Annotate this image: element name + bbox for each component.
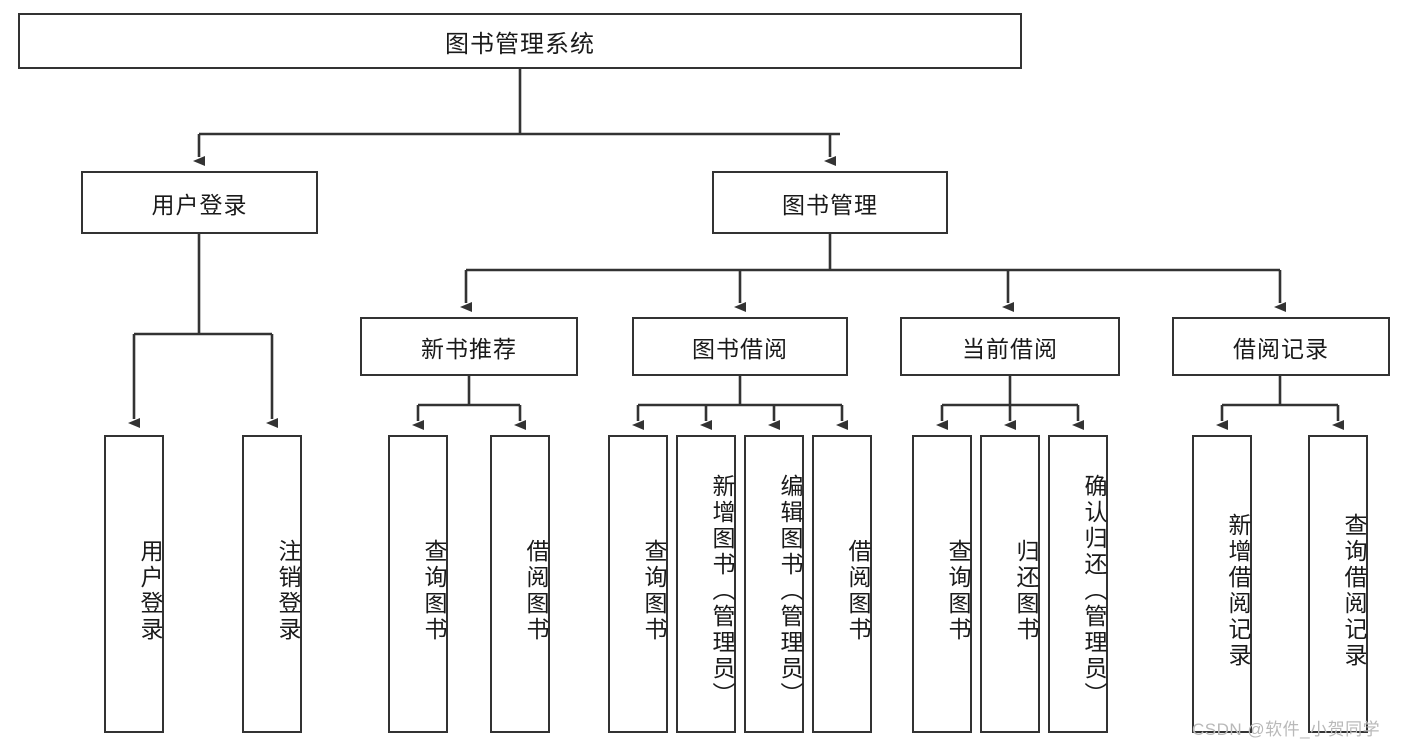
node-root-system[interactable]: 图书管理系统 xyxy=(18,13,1022,69)
node-label: 查询图书 xyxy=(945,539,971,643)
edge-group-root xyxy=(193,69,840,166)
node-label: 查询图书 xyxy=(641,539,667,643)
node-label: 用户登录 xyxy=(151,191,248,218)
node-label: 新增借阅记录 xyxy=(1225,513,1251,669)
node-book-borrow[interactable]: 图书借阅 xyxy=(632,317,848,376)
leaf-borrow-record-add[interactable]: 新增借阅记录 xyxy=(1192,435,1252,733)
node-label: 编辑图书（管理员） xyxy=(777,474,803,708)
leaf-new-book-query[interactable]: 查询图书 xyxy=(388,435,448,733)
node-label: 查询图书 xyxy=(421,539,447,643)
node-label: 借阅图书 xyxy=(845,539,871,643)
node-label: 借阅图书 xyxy=(523,539,549,643)
node-label: 新书推荐 xyxy=(421,335,517,362)
leaf-book-borrow-edit[interactable]: 编辑图书（管理员） xyxy=(744,435,804,733)
node-label: 注销登录 xyxy=(275,539,301,643)
node-book-management[interactable]: 图书管理 xyxy=(712,171,948,234)
edge-group-current-borrow xyxy=(936,376,1084,430)
leaf-borrow-record-query[interactable]: 查询借阅记录 xyxy=(1308,435,1368,733)
edge-group-user-login xyxy=(128,234,278,428)
edge-group-book-borrow xyxy=(632,376,848,430)
node-label: 图书管理系统 xyxy=(445,30,595,58)
leaf-user-login-logout[interactable]: 注销登录 xyxy=(242,435,302,733)
node-label: 查询借阅记录 xyxy=(1341,513,1367,669)
node-new-book-recommend[interactable]: 新书推荐 xyxy=(360,317,578,376)
edge-group-borrow-record xyxy=(1216,376,1344,430)
node-label: 图书管理 xyxy=(782,191,878,218)
node-current-borrow[interactable]: 当前借阅 xyxy=(900,317,1120,376)
node-user-login[interactable]: 用户登录 xyxy=(81,171,318,234)
node-label: 图书借阅 xyxy=(692,335,788,362)
node-label: 借阅记录 xyxy=(1233,335,1329,362)
leaf-current-borrow-query[interactable]: 查询图书 xyxy=(912,435,972,733)
node-borrow-record[interactable]: 借阅记录 xyxy=(1172,317,1390,376)
leaf-book-borrow-add[interactable]: 新增图书（管理员） xyxy=(676,435,736,733)
leaf-book-borrow-query[interactable]: 查询图书 xyxy=(608,435,668,733)
node-label: 当前借阅 xyxy=(962,335,1058,362)
leaf-user-login-login[interactable]: 用户登录 xyxy=(104,435,164,733)
edge-group-new-book xyxy=(412,376,526,430)
leaf-new-book-borrow[interactable]: 借阅图书 xyxy=(490,435,550,733)
node-label: 确认归还（管理员） xyxy=(1081,474,1107,708)
node-label: 归还图书 xyxy=(1013,539,1039,643)
leaf-book-borrow-borrow[interactable]: 借阅图书 xyxy=(812,435,872,733)
node-label: 新增图书（管理员） xyxy=(709,474,735,708)
edge-group-book-manage xyxy=(460,234,1286,312)
node-label: 用户登录 xyxy=(137,539,163,643)
leaf-current-borrow-return[interactable]: 归还图书 xyxy=(980,435,1040,733)
leaf-current-borrow-confirm[interactable]: 确认归还（管理员） xyxy=(1048,435,1108,733)
